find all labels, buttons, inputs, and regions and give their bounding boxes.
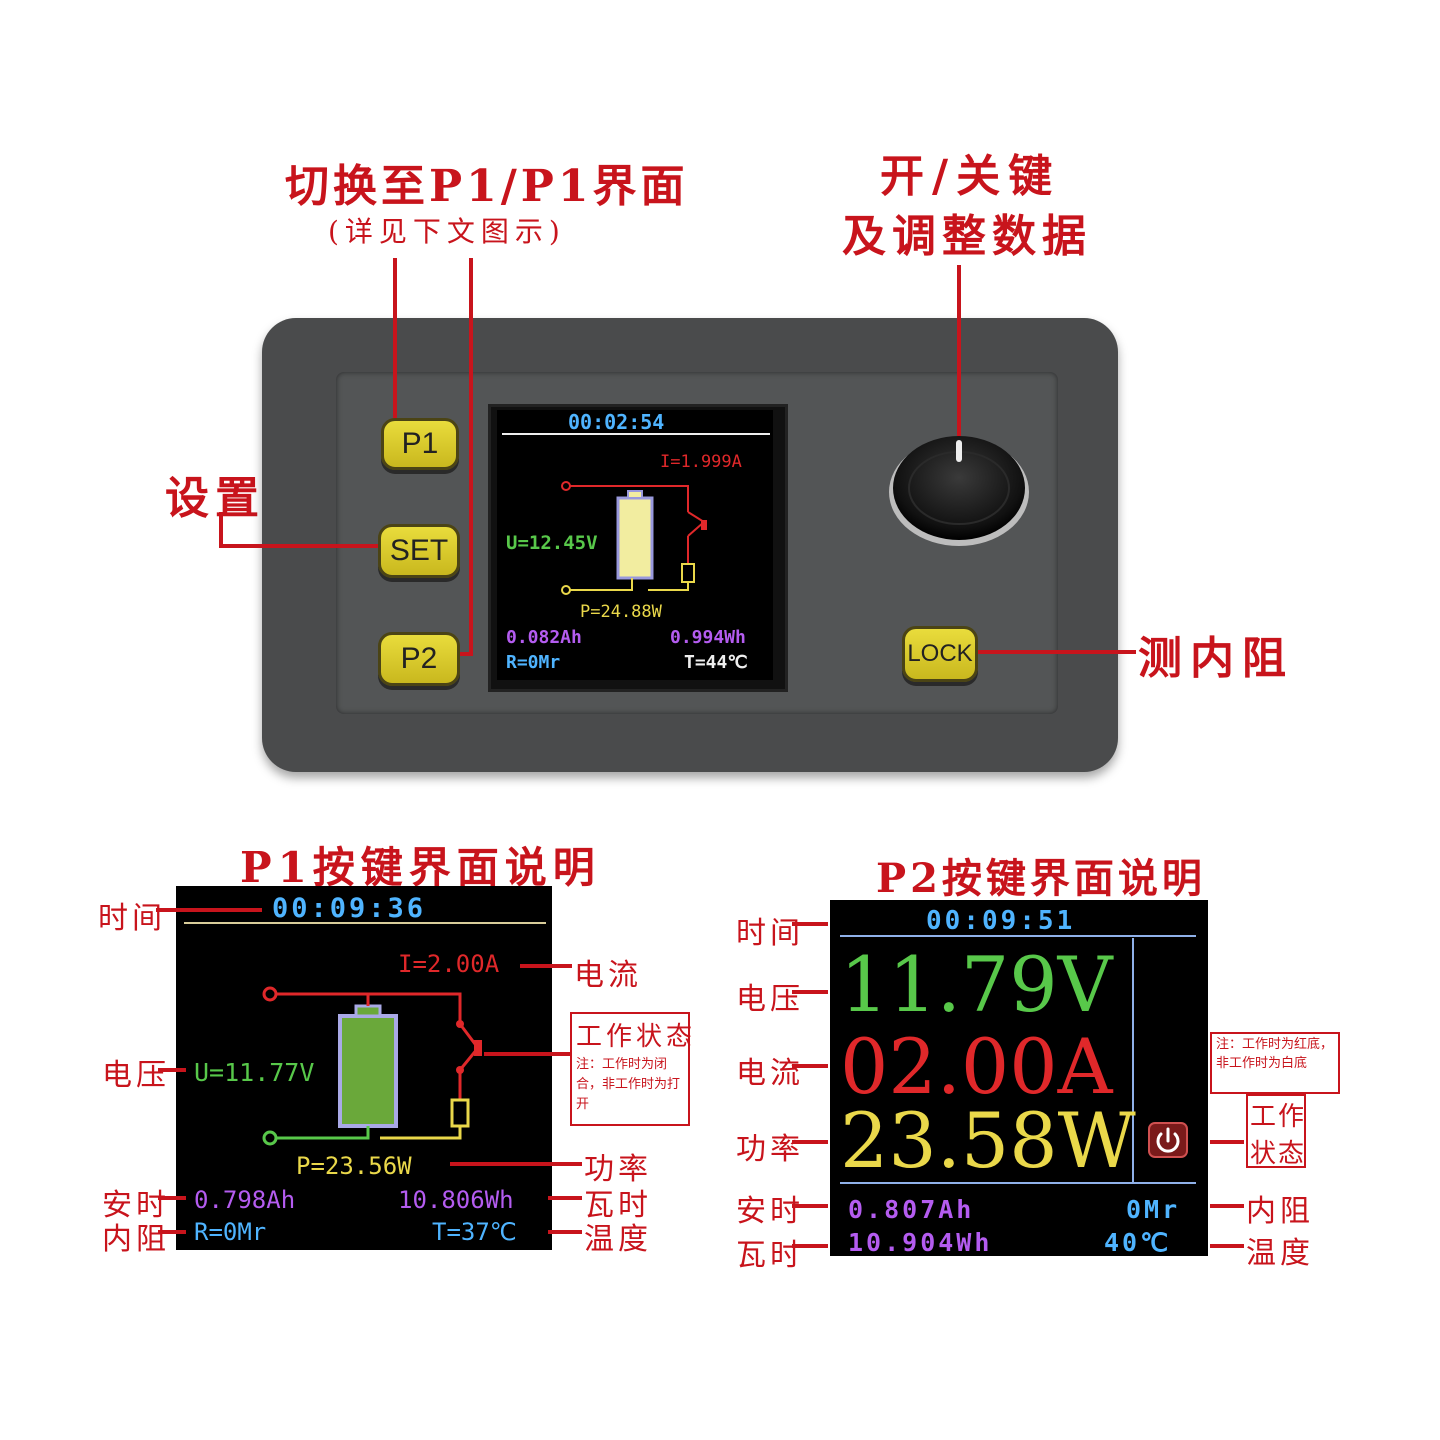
p1-line-ah (158, 1196, 186, 1200)
p1-label-wh: 瓦时 (584, 1188, 652, 1223)
p1-label-temp: 温度 (584, 1222, 652, 1257)
p1-current: I=2.00A (398, 950, 500, 978)
p2-label-power: 功率 (736, 1132, 804, 1167)
p2-line-power (792, 1140, 828, 1144)
p1-label-voltage: 电压 (102, 1058, 170, 1093)
p2-state-label-box: 工作 状态 (1246, 1094, 1307, 1169)
settings-label: 设置 (165, 473, 265, 524)
p2-line-resistance (1210, 1204, 1244, 1208)
rotary-knob-icon[interactable] (886, 430, 1032, 548)
p1-label-ah: 安时 (102, 1188, 170, 1223)
p1-line-power (450, 1162, 582, 1166)
p1-ah: 0.798Ah (194, 1186, 296, 1214)
p2-label-voltage: 电压 (736, 982, 804, 1017)
p2-current: 02.00A (840, 1022, 1113, 1111)
p2-line-current (792, 1064, 828, 1068)
device-resistance: R=0Mr (506, 652, 561, 673)
knob-label-line1: 开/关键 (880, 151, 1061, 202)
p1-time-rule (184, 922, 546, 924)
p2-resistance: 0Mr (1126, 1195, 1181, 1224)
set-button[interactable]: SET (378, 524, 460, 578)
p1-label-power: 功率 (584, 1152, 652, 1187)
p1-line-wh (548, 1196, 582, 1200)
p2-state-label-line2: 状态 (1250, 1139, 1307, 1169)
p2-screen (830, 900, 1208, 1256)
p1-line-state (484, 1052, 570, 1056)
p1-state-note-text: 注：工作时为闭合，非工作时为打开 (576, 1057, 681, 1112)
device-circuit-diagram (556, 476, 726, 600)
knob-pointer-line (957, 265, 961, 443)
p1p2-switch-label: 切换至P1/P1界面 (285, 161, 689, 212)
p2-line-temp (1210, 1244, 1244, 1248)
p1-wh: 10.806Wh (398, 1186, 514, 1214)
p1-temp: T=37℃ (432, 1218, 517, 1246)
device-wh: 0.994Wh (670, 627, 746, 648)
p1-power: P=23.56W (296, 1152, 412, 1180)
p1-button[interactable]: P1 (381, 418, 459, 470)
p1-line-resistance (158, 1230, 186, 1234)
p2-line-state (1210, 1140, 1244, 1144)
p2-divider-vertical (1132, 938, 1134, 1182)
p2-line-time (792, 922, 828, 926)
p2-state-note-text: 注：工作时为红底，非工作时为白底 (1216, 1037, 1334, 1071)
device-power: P=24.88W (580, 602, 662, 622)
p1-label-time: 时间 (98, 901, 166, 936)
p2-divider-bottom (840, 1182, 1196, 1184)
p1-voltage: U=11.77V (194, 1058, 315, 1087)
p2-label-temp: 温度 (1246, 1236, 1314, 1271)
lock-measure-label: 测内阻 (1138, 633, 1294, 684)
p1-state-note: 工作状态 注：工作时为闭合，非工作时为打开 (570, 1012, 697, 1126)
p2-panel-title: P2按键界面说明 (876, 855, 1206, 902)
device-ah: 0.082Ah (506, 627, 582, 648)
p2-label-time: 时间 (736, 916, 804, 951)
p2-time-rule (840, 935, 1196, 937)
lock-button[interactable]: LOCK (902, 626, 978, 682)
device-time: 00:02:54 (568, 410, 665, 434)
p2-label-ah: 安时 (736, 1194, 804, 1229)
p2-state-note: 注：工作时为红底，非工作时为白底 (1210, 1032, 1340, 1094)
settings-pointer-line-h (219, 544, 385, 548)
p1-line-time (156, 908, 262, 912)
p1-time: 00:09:36 (272, 893, 427, 924)
p1-resistance: R=0Mr (194, 1218, 267, 1246)
p1-state-note-title: 工作状态 (576, 1022, 697, 1052)
p1-line-temp (548, 1230, 582, 1234)
p2-line-wh (792, 1244, 828, 1248)
p2-voltage: 11.79V (840, 940, 1113, 1029)
p2-ah: 0.807Ah (848, 1195, 975, 1224)
p2-label-wh: 瓦时 (736, 1238, 804, 1273)
p2-wh: 10.904Wh (848, 1228, 993, 1257)
p1-line-voltage (158, 1068, 186, 1072)
settings-pointer-line-v (219, 512, 223, 546)
device-current: I=1.999A (660, 452, 742, 472)
p2-state-label-line1: 工作 (1250, 1102, 1307, 1132)
p2-label-current: 电流 (736, 1056, 804, 1091)
p1-pointer-line (393, 258, 397, 423)
p2-time: 00:09:51 (926, 906, 1076, 936)
p1-circuit-diagram (256, 982, 486, 1152)
p1p2-switch-sublabel: (详见下文图示) (328, 215, 566, 248)
power-state-icon (1148, 1122, 1188, 1158)
p1-label-resistance: 内阻 (102, 1222, 170, 1257)
p2-temp: 40℃ (1104, 1228, 1172, 1257)
knob-label-line2: 及调整数据 (842, 211, 1092, 262)
p2-power: 23.58W (840, 1096, 1136, 1185)
p2-button[interactable]: P2 (378, 632, 460, 686)
lock-pointer-line (968, 650, 1136, 654)
device-temp: T=44℃ (684, 652, 748, 673)
p2-label-resistance: 内阻 (1246, 1194, 1314, 1229)
device-voltage: U=12.45V (506, 532, 598, 554)
p2-line-voltage (792, 990, 828, 994)
device-time-rule (502, 433, 770, 435)
p1-line-current (520, 964, 572, 968)
p1-panel-title: P1按键界面说明 (240, 843, 601, 892)
p1-label-current: 电流 (574, 958, 642, 993)
p2-pointer-line-h (450, 652, 473, 656)
p2-line-ah (792, 1204, 828, 1208)
p2-pointer-line (469, 258, 473, 654)
